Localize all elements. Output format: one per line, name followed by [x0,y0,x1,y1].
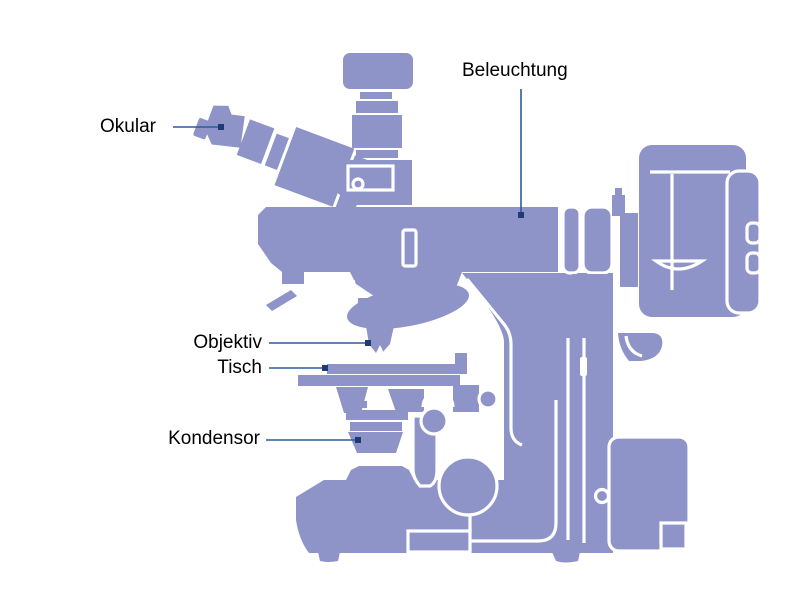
eyepiece-ring2 [264,133,289,170]
eyecup [193,118,212,140]
label-tisch: Tisch [217,357,262,378]
leader-okular-dot [218,124,224,130]
label-kondensor: Kondensor [168,428,260,449]
filter-lever [266,290,297,311]
camera-ring1 [360,92,392,99]
base-tab [346,466,414,480]
eyepiece [204,105,245,148]
arm-slot [401,228,418,268]
nosepiece-slash [335,279,356,314]
base-foot-right [552,552,580,563]
nosepiece-tab [358,298,390,326]
objective [366,326,394,353]
base-inset-curve [470,400,558,543]
condenser-knob [419,406,449,436]
adapter-bar [620,213,638,287]
label-beleuchtung: Beleuchtung [462,60,568,81]
label-okular: Okular [100,116,156,137]
leader-lines [173,89,524,443]
leader-tisch-dot [322,365,328,371]
handle [618,333,663,361]
eyepiece-ring1 [236,119,275,165]
handle-inner-line [624,335,643,358]
column-slot [580,357,587,376]
adapter-base [572,274,613,304]
focus-knob [437,455,499,517]
column-inset-lines [465,277,587,543]
head-window [346,164,395,192]
binocular-head [329,160,412,205]
arm [258,207,558,311]
condenser-body [348,432,403,453]
adapter-screw [612,195,625,216]
stage-stub [455,353,467,365]
leader-objektiv-dot [365,340,371,346]
stage-bracket-left [336,387,368,413]
head-screw [351,177,365,191]
condenser-assembly [346,401,496,488]
base-foot-left [318,552,340,562]
column-shape [462,273,613,553]
objective-notch [376,345,384,353]
bottom-box-screw [593,487,611,505]
stage-lower-bar [298,375,460,386]
condenser-ring3 [350,422,402,431]
camera-knob [343,53,413,89]
lamp-clip-bottom [745,251,762,275]
lamp-housing-body [639,145,746,317]
camera-ring3 [356,150,398,158]
body-column [462,273,613,553]
bottom-box [593,435,691,553]
leader-kondensor-dot [355,437,361,443]
condenser-ring2 [346,410,408,420]
column-inset-curve [465,277,523,447]
handle-shape [618,333,663,361]
lamp-housing [639,145,762,317]
stage-knob [477,388,499,410]
leader-beleuchtung-dot [518,212,524,218]
nosepiece [335,272,469,353]
lamp-clip-top [745,221,762,245]
stage-arc [421,390,455,408]
condenser-ring1 [349,401,367,408]
head-shape [329,160,412,205]
camera-ring2 [356,101,398,113]
camera-block [352,115,402,148]
base-panel [406,529,472,554]
adapter-segment-a [561,205,582,275]
condenser-bracket-line [445,429,496,465]
lamp-adapter [561,188,638,304]
bottom-box-notch [659,521,688,551]
adapter-segment-b [581,205,614,275]
label-objektiv: Objektiv [193,332,262,353]
adapter-screw-tip [615,188,622,197]
stage-assembly [298,353,499,413]
stage-top-bar [327,364,467,374]
lamp-lens [651,259,708,271]
camera-tube [343,53,413,158]
stage-bracket-right [453,385,479,412]
stage-bracket-mid [388,389,424,412]
